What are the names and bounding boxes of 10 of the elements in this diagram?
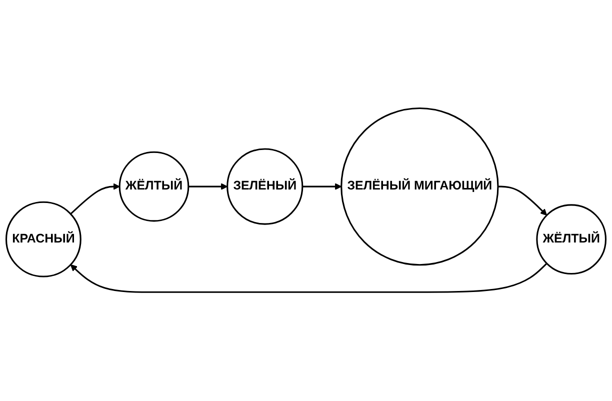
node-circle: КРАСНЫЙ (5, 202, 82, 278)
arrow (302, 183, 342, 190)
node-circle: ЗЕЛЁНЫЙ МИГАЮЩИЙ (340, 108, 499, 266)
node-circle: ЖЁЛТЫЙ (536, 204, 607, 275)
arrow (188, 183, 228, 190)
node-circle: ЖЁЛТЫЙ (118, 152, 190, 222)
node-circle: ЗЕЛЁНЫЙ (226, 148, 304, 226)
arrow (70, 183, 120, 215)
arrow (70, 263, 548, 294)
arrow (498, 186, 548, 216)
